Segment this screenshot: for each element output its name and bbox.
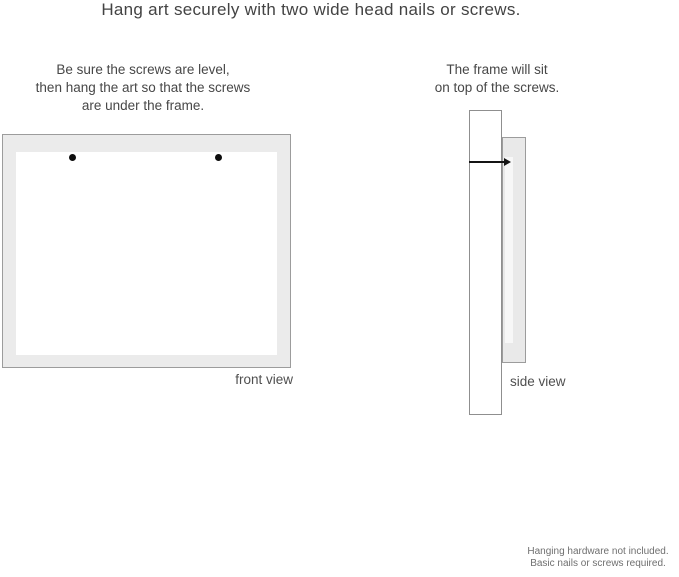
side-view-wall <box>469 110 502 415</box>
screw-dot-right-icon <box>215 154 222 161</box>
screw-dot-left-icon <box>69 154 76 161</box>
hardware-disclaimer: Hanging hardware not included. Basic nai… <box>527 546 669 569</box>
nail-head-icon <box>504 158 511 166</box>
side-view-label: side view <box>510 374 566 389</box>
page-title: Hang art securely with two wide head nai… <box>101 0 521 19</box>
nail-shaft-icon <box>469 161 505 163</box>
side-view-note: The frame will sit on top of the screws. <box>434 62 560 95</box>
front-view-label: front view <box>235 372 293 387</box>
front-view-frame-opening <box>16 152 277 355</box>
front-view-note: Be sure the screws are level, then hang … <box>35 62 251 113</box>
side-view-frame-inner <box>505 157 513 343</box>
